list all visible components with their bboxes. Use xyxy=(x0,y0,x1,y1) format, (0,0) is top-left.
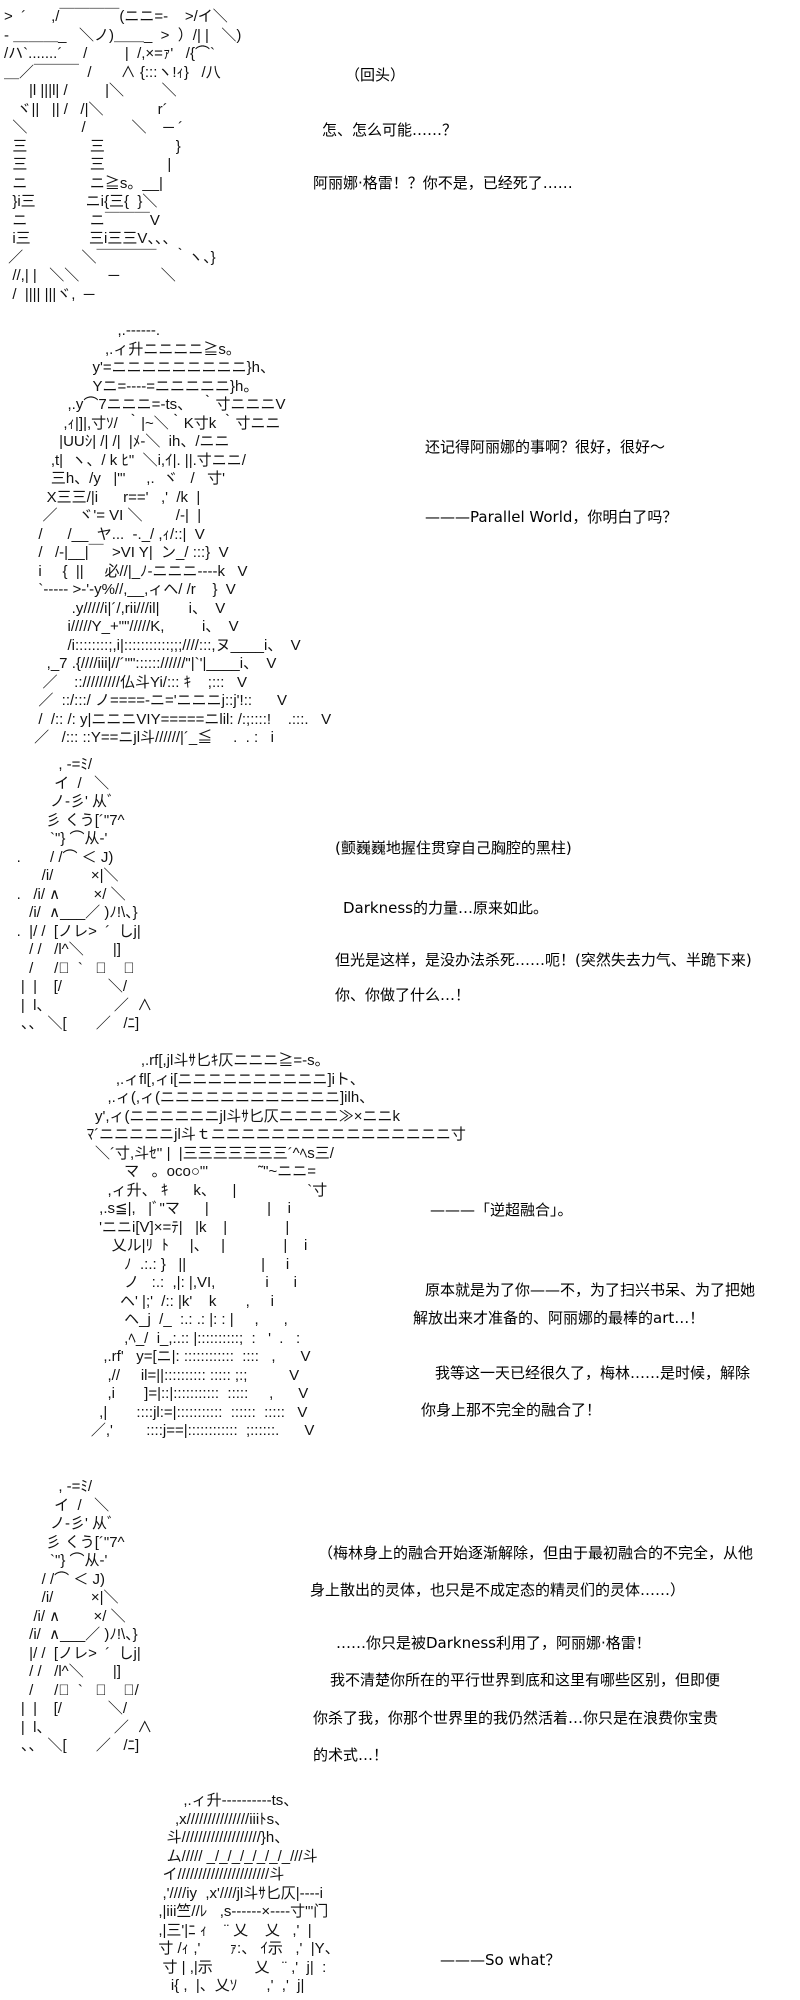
ascii-art-merlin-shocked: > ´ ,/￣￣￣￣(ニニ=- >/イ＼ - ＿＿＿_ ＼ノ)＿＿_ > ）/|… xyxy=(4,8,242,303)
stage-direction: 身上散出的灵体，也只是不成定态的精灵们的灵体……） xyxy=(310,1581,686,1599)
dialogue-line: ———Parallel World，你明白了吗？ xyxy=(425,508,678,526)
dialogue-line: 还记得阿丽娜的事啊？很好，很好～ xyxy=(425,438,666,456)
dialogue-line: 阿丽娜·格雷！？你不是，已经死了…… xyxy=(313,174,573,192)
dialogue-line: 但光是这样，是没办法杀死……呃！(突然失去力气、半跪下来) xyxy=(335,951,752,969)
stage-direction: （梅林身上的融合开始逐渐解除，但由于最初融合的不完全，从他 xyxy=(318,1544,754,1562)
ascii-art-arina-cloak: ,.rf[,jl斗ｻ匕ｷ仄ニニニ≧=-s。 ,.ィfl[,ィi[ニニニニニニニニ… xyxy=(86,1052,466,1439)
dialogue-line: 解放出来才准备的、阿丽娜的最棒的art…！ xyxy=(413,1309,705,1327)
stage-direction: (颤巍巍地握住贯穿自己胸腔的黑柱) xyxy=(335,839,572,857)
ascii-art-arina-gray: ,.-‐‐‐‐‐. ,.ィ升ニニニニ≧s。 y'=ニニニニニニニニニ}h、 Yニ… xyxy=(34,322,332,746)
dialogue-line: 你身上那不完全的融合了！ xyxy=(421,1401,602,1419)
dialogue-line: 怎、怎么可能……？ xyxy=(322,121,458,139)
dialogue-line: Darkness的力量…原来如此。 xyxy=(343,899,548,917)
ascii-art-merlin-kneeling: , -=ﾐ/ イ / ＼ ノ‐彡' 从ﾞ 彡 くう[´"7^ `"} ⌒从‐' … xyxy=(16,756,153,1032)
dialogue-line: 原本就是为了你——不，为了扫兴书呆、为了把她 xyxy=(425,1281,756,1299)
stage-direction: （回头） xyxy=(345,66,406,84)
dialogue-line: ……你只是被Darkness利用了，阿丽娜·格雷！ xyxy=(336,1634,651,1652)
dialogue-line: ———So what？ xyxy=(440,1951,561,1969)
ascii-art-arina-closeup: ,.ィ升‐‐‐‐‐‐‐‐‐‐ts、 ,x///////////////iiiﾄs… xyxy=(158,1792,340,1994)
ascii-art-merlin-kneeling-2: , -=ﾐ/ イ / ＼ ノ‐彡' 从ﾞ 彡 くう[´"7^ `"} ⌒从‐' … xyxy=(20,1478,153,1754)
dialogue-line: 我等这一天已经很久了，梅林……是时候，解除 xyxy=(435,1364,751,1382)
dialogue-line: 我不清楚你所在的平行世界到底和这里有哪些区别，但即便 xyxy=(330,1671,721,1689)
dialogue-line: 你、你做了什么…！ xyxy=(335,986,471,1004)
dialogue-line: 的术式…！ xyxy=(313,1746,389,1764)
dialogue-line: ———「逆超融合」。 xyxy=(430,1201,573,1219)
dialogue-line: 你杀了我，你那个世界里的我仍然活着…你只是在浪费你宝贵 xyxy=(313,1709,719,1727)
